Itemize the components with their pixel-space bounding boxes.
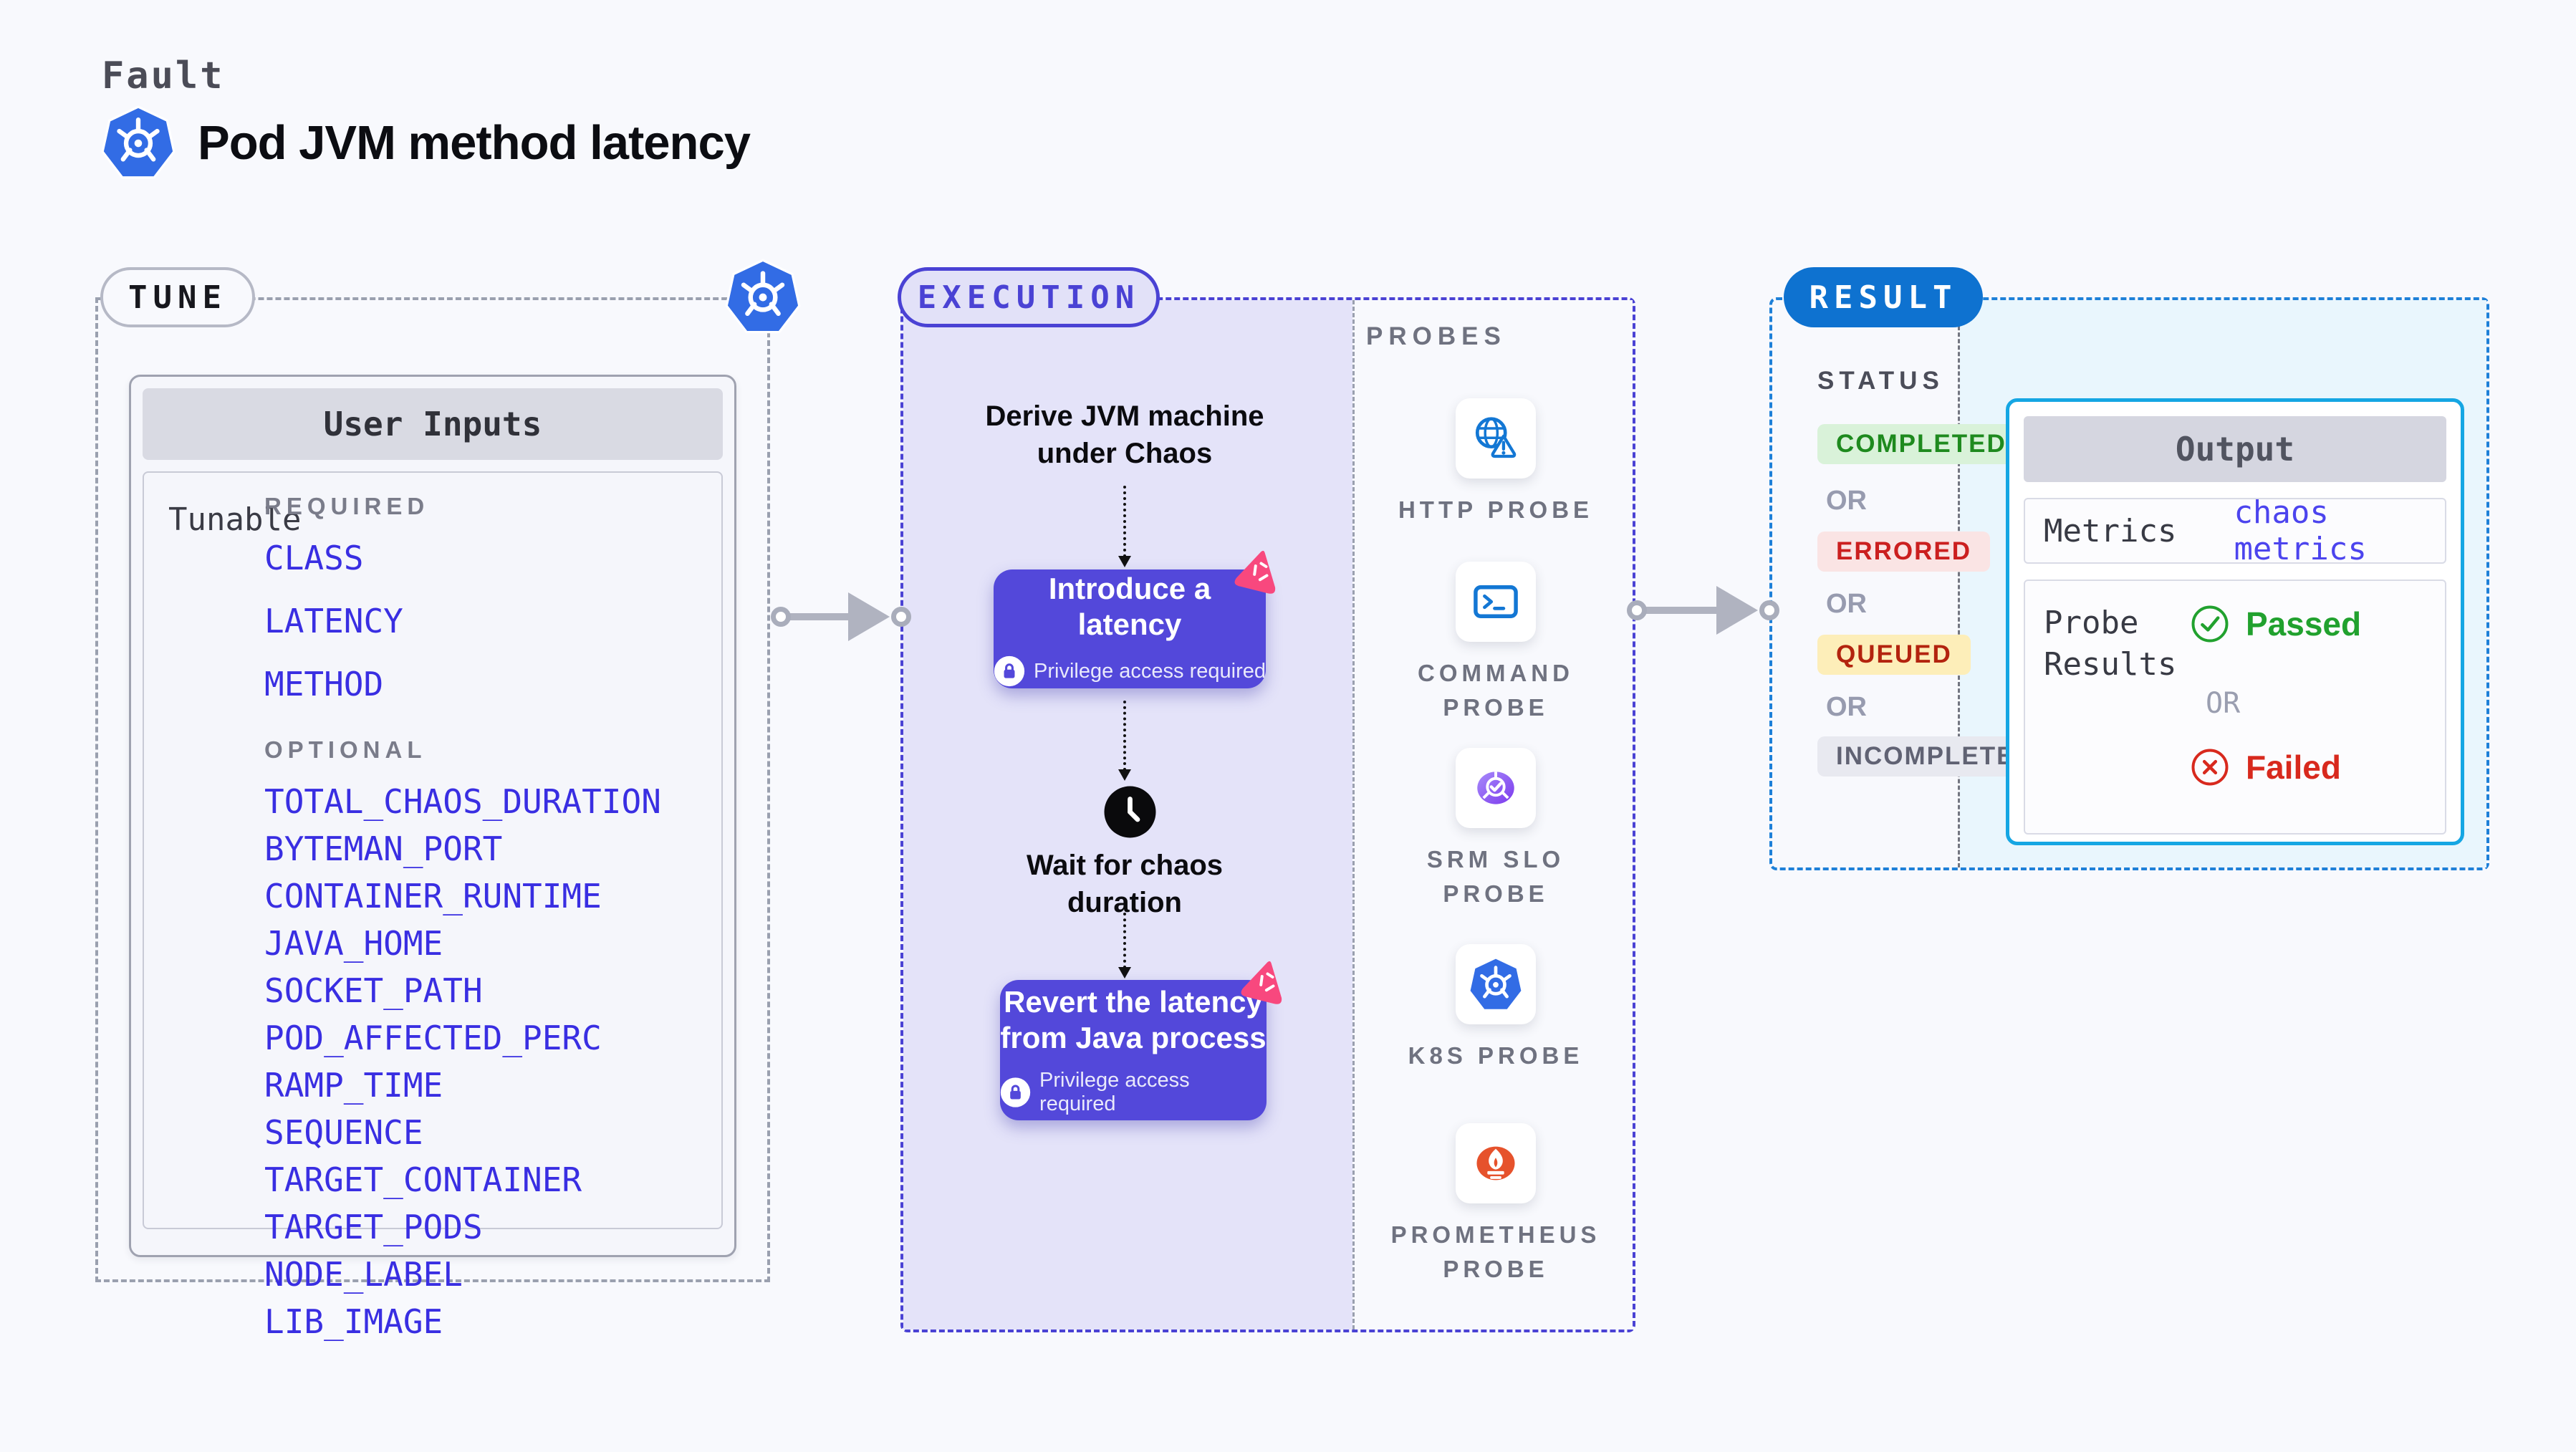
probe-prometheus: PROMETHEUS PROBE: [1374, 1123, 1618, 1287]
result-divider: [1958, 300, 1960, 867]
tunable-item: TOTAL_CHAOS_DURATION: [264, 782, 661, 821]
flow-arrow-down-icon: [1118, 486, 1131, 567]
probe-name: SRM SLO PROBE: [1426, 846, 1565, 907]
probe-srm-slo: SRM SLO PROBE: [1374, 748, 1618, 911]
tunable-item: NODE_LABEL: [264, 1255, 463, 1294]
kubernetes-icon: [100, 105, 176, 181]
command-probe-icon: [1468, 574, 1524, 630]
failed-result: Failed: [2190, 747, 2341, 787]
srm-slo-probe-icon: [1468, 760, 1524, 816]
action-label: Revert the latency from Java process: [1000, 985, 1267, 1054]
tunable-item: TARGET_CONTAINER: [264, 1160, 582, 1199]
or-separator: OR: [1826, 692, 1867, 722]
probe-name: COMMAND PROBE: [1418, 660, 1574, 721]
page-header: Pod JVM method latency: [100, 105, 751, 181]
tunable-item: LIB_IMAGE: [264, 1302, 443, 1341]
passed-result: Passed: [2190, 604, 2361, 644]
step-line: under Chaos: [1037, 438, 1213, 469]
required-label: REQUIRED: [264, 493, 430, 519]
probe-name: PROMETHEUS PROBE: [1390, 1221, 1601, 1282]
optional-label: OPTIONAL: [264, 736, 427, 763]
step-line: Wait for chaos: [1026, 850, 1224, 881]
clock-icon: [1103, 785, 1157, 839]
flow-arrow-down-icon: [1118, 913, 1131, 979]
prometheus-probe-icon: [1468, 1135, 1524, 1191]
user-inputs-title: User Inputs: [143, 388, 723, 460]
step-line: Derive JVM machine: [985, 400, 1264, 432]
tunable-item: TARGET_PODS: [264, 1208, 483, 1246]
k8s-probe-icon: [1468, 956, 1524, 1012]
tunable-label: Tunable: [168, 501, 302, 538]
or-separator: OR: [2206, 687, 2241, 720]
privilege-note: Privilege access required: [1039, 1069, 1190, 1115]
user-inputs-card: User Inputs Tunable REQUIRED CLASS LATEN…: [129, 375, 736, 1341]
tunable-item: BYTEMAN_PORT: [264, 830, 503, 868]
probe-results-label: Probe Results: [2044, 605, 2177, 683]
tunables-list: Tunable REQUIRED CLASS LATENCY METHOD OP…: [143, 471, 723, 1341]
tunable-item: CONTAINER_RUNTIME: [264, 877, 602, 915]
tunable-item: POD_AFFECTED_PERC: [264, 1019, 602, 1057]
or-separator: OR: [1826, 486, 1867, 516]
output-title: Output: [2024, 416, 2446, 482]
flow-arrow-down-icon: [1118, 701, 1131, 781]
probes-label: PROBES: [1366, 322, 1506, 350]
probe-http: HTTP PROBE: [1374, 398, 1618, 527]
chaos-metrics-link[interactable]: chaos metrics: [2234, 494, 2367, 567]
action-label: Introduce a latency: [1048, 572, 1211, 641]
revert-latency-node: Revert the latency from Java process Pri…: [1000, 980, 1267, 1120]
wait-step: Wait for chaos duration: [981, 847, 1268, 921]
lock-icon: [994, 655, 1025, 687]
probe-name: HTTP PROBE: [1398, 496, 1594, 523]
result-pill: RESULT: [1784, 267, 1983, 327]
tune-pill: TUNE: [100, 267, 255, 327]
tunable-item: JAVA_HOME: [264, 924, 443, 963]
tunable-item: SEQUENCE: [264, 1113, 423, 1152]
kubernetes-icon: [724, 258, 802, 335]
fault-eyebrow: Fault: [102, 54, 225, 97]
output-card: Output Metrics chaos metrics Probe Resul…: [2006, 398, 2464, 845]
probe-command: COMMAND PROBE: [1374, 562, 1618, 725]
lock-icon: [1000, 1077, 1031, 1108]
metrics-label: Metrics: [2044, 512, 2177, 549]
http-probe-icon: [1468, 410, 1524, 466]
probe-k8s: K8S PROBE: [1374, 944, 1618, 1073]
execution-pill: EXECUTION: [898, 267, 1160, 327]
tunable-item: CLASS: [264, 539, 364, 577]
derive-jvm-step: Derive JVM machine under Chaos: [946, 398, 1304, 472]
page-title: Pod JVM method latency: [198, 115, 751, 170]
or-separator: OR: [1826, 589, 1867, 619]
status-label: STATUS: [1817, 367, 1944, 395]
status-badge-queued: QUEUED: [1817, 635, 1971, 675]
status-badge-completed: COMPLETED: [1817, 424, 2025, 464]
privilege-note: Privilege access required: [1034, 659, 1266, 683]
x-circle-icon: [2190, 747, 2230, 787]
check-circle-icon: [2190, 604, 2230, 644]
status-badge-errored: ERRORED: [1817, 532, 1991, 572]
execution-to-result-arrow: [1627, 586, 1779, 635]
probe-name: K8S PROBE: [1408, 1042, 1584, 1069]
tunable-item: SOCKET_PATH: [264, 971, 483, 1010]
tunable-item: LATENCY: [264, 602, 403, 640]
tune-to-execution-arrow: [771, 592, 911, 641]
probe-results-row: Probe Results Passed OR Failed: [2024, 580, 2446, 835]
tune-section: [95, 297, 770, 1282]
metrics-row: Metrics chaos metrics: [2024, 494, 2446, 567]
tunable-item: RAMP_TIME: [264, 1066, 443, 1105]
tunable-item: METHOD: [264, 665, 384, 703]
introduce-latency-node: Introduce a latency Privilege access req…: [994, 569, 1266, 688]
